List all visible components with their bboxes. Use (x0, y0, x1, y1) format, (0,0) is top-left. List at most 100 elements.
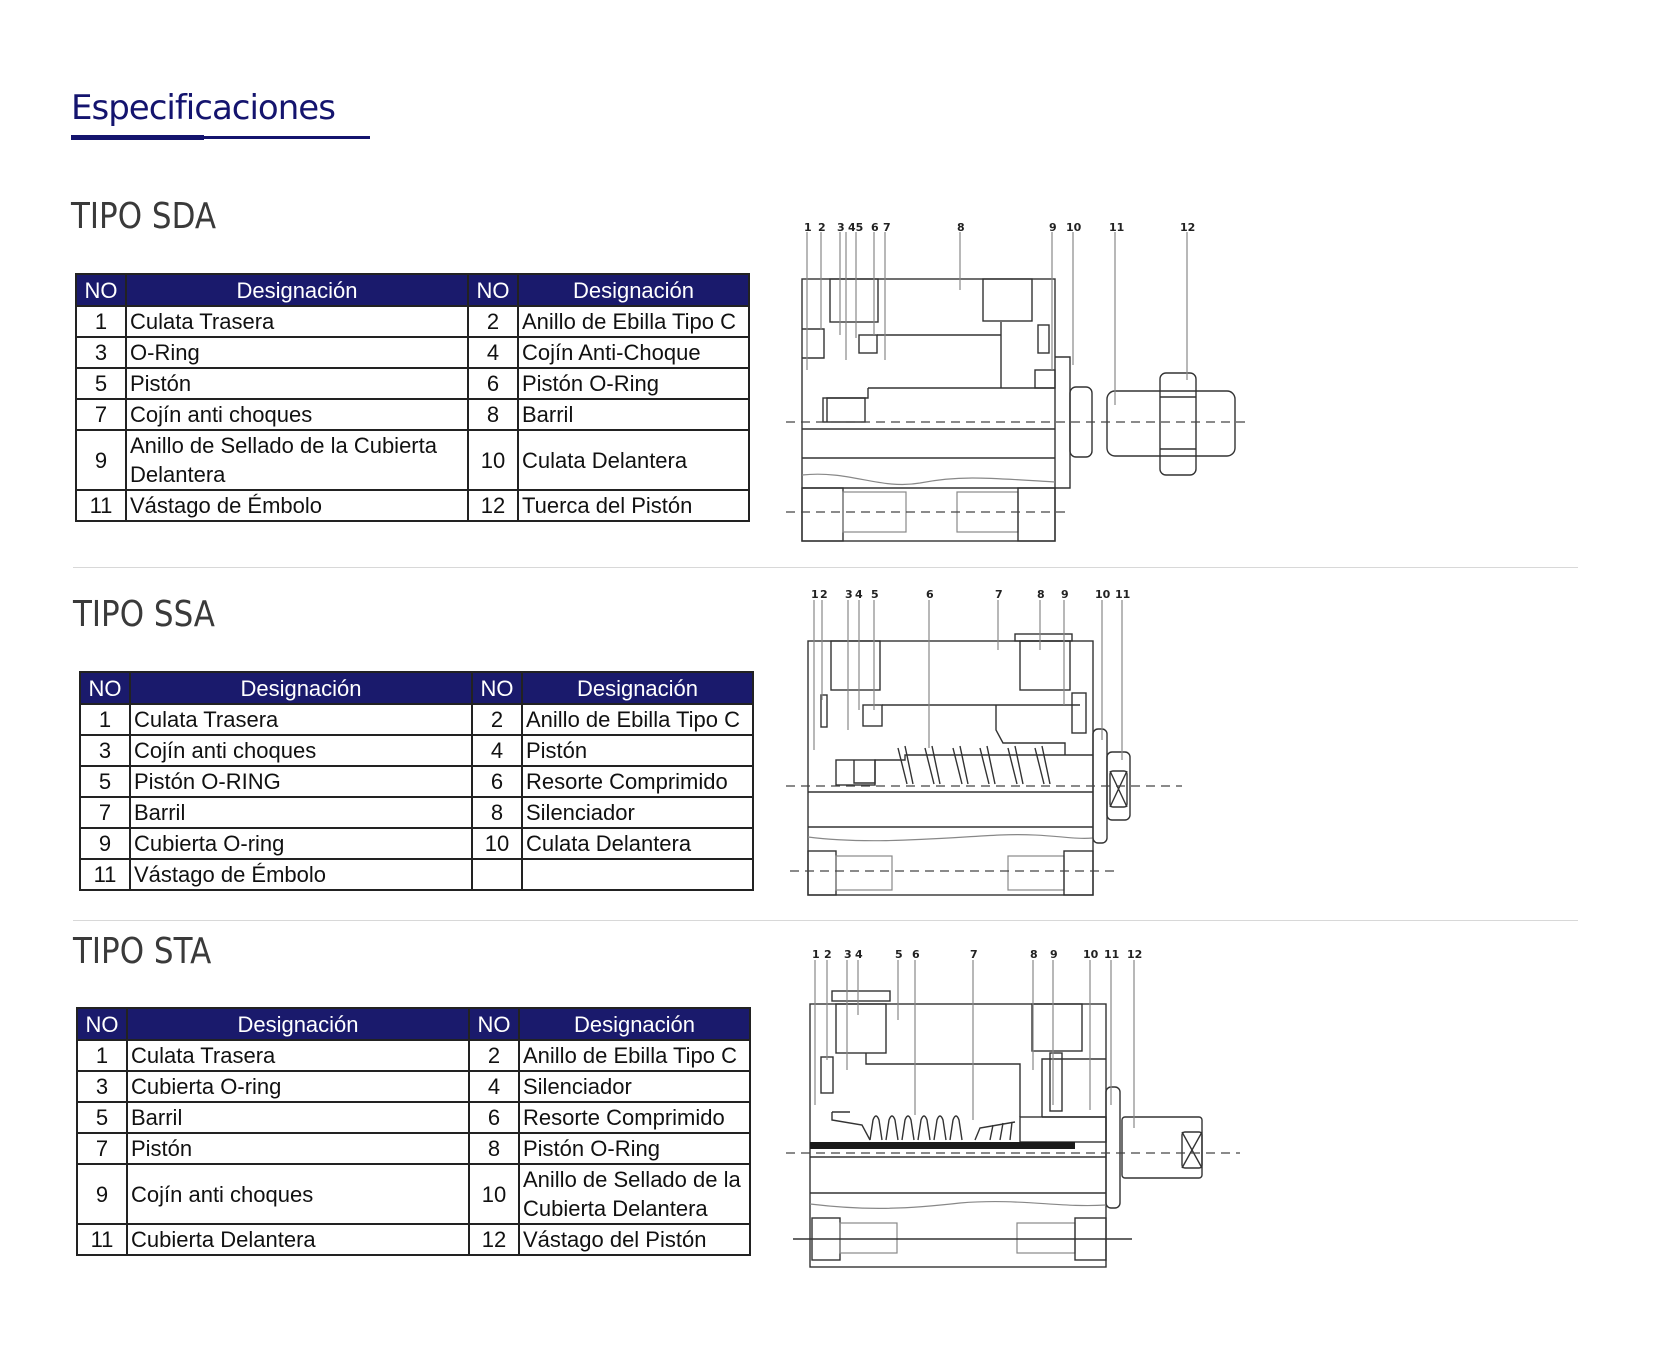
part-designation: Pistón O-Ring (518, 1132, 751, 1165)
column-header-designation: Designación (521, 671, 754, 705)
part-number: 6 (467, 367, 519, 400)
diagram-label: 2 (818, 221, 826, 234)
part-designation: Silenciador (521, 796, 754, 829)
diagram-label: 8 (1030, 948, 1038, 961)
diagram-label: 4 (855, 588, 863, 601)
part-designation: Culata Delantera (521, 827, 754, 860)
part-designation: Culata Delantera (517, 429, 750, 491)
part-designation: Cubierta Delantera (126, 1223, 470, 1256)
column-header-designation: Designación (518, 1007, 751, 1041)
part-number: 11 (76, 1223, 128, 1256)
column-header-no: NO (76, 1007, 128, 1041)
column-header-designation: Designación (125, 273, 469, 307)
part-designation: Silenciador (518, 1070, 751, 1103)
part-designation: Tuerca del Pistón (517, 489, 750, 522)
section-title-sta: TIPO STA (73, 931, 212, 972)
part-number: 5 (79, 765, 131, 798)
part-designation: Cojín Anti-Choque (517, 336, 750, 369)
part-number (471, 858, 523, 891)
part-number: 12 (468, 1223, 520, 1256)
diagram-label: 1 (812, 948, 820, 961)
diagram-label: 8 (1037, 588, 1045, 601)
section-title-sda: TIPO SDA (71, 196, 217, 237)
diagram-label: 7 (883, 221, 891, 234)
diagram-label: 12 (1127, 948, 1142, 961)
part-number: 5 (75, 367, 127, 400)
diagram-label: 7 (995, 588, 1003, 601)
sda-cross-section-diagram: 1 2 3 45 6 7 8 9 10 11 12 (786, 221, 1245, 542)
part-number: 9 (76, 1163, 128, 1225)
sta-cross-section-diagram: 1 2 3 4 5 6 7 8 9 10 11 12 (786, 948, 1240, 1268)
diagram-label: 10 (1095, 588, 1111, 601)
diagram-label: 9 (1050, 948, 1058, 961)
page-title: Especificaciones (71, 88, 336, 128)
diagram-label: 5 (895, 948, 903, 961)
part-number: 2 (468, 1039, 520, 1072)
part-designation: Anillo de Sellado de la Cubierta Delante… (518, 1163, 751, 1225)
part-designation: Pistón O-RING (129, 765, 473, 798)
column-header-designation: Designación (126, 1007, 470, 1041)
title-underline-accent (71, 135, 204, 140)
part-designation: Pistón (126, 1132, 470, 1165)
part-number: 11 (79, 858, 131, 891)
part-number: 3 (75, 336, 127, 369)
part-number: 12 (467, 489, 519, 522)
part-number: 9 (79, 827, 131, 860)
part-designation: Resorte Comprimido (521, 765, 754, 798)
diagram-label: 7 (970, 948, 978, 961)
part-number: 2 (471, 703, 523, 736)
part-designation: Barril (129, 796, 473, 829)
part-designation: Barril (126, 1101, 470, 1134)
diagram-label: 11 (1104, 948, 1119, 961)
diagram-label: 4 (855, 948, 863, 961)
part-number: 7 (79, 796, 131, 829)
part-designation: Anillo de Ebilla Tipo C (521, 703, 754, 736)
part-number: 8 (468, 1132, 520, 1165)
part-number: 2 (467, 305, 519, 338)
part-number: 10 (471, 827, 523, 860)
part-number: 8 (471, 796, 523, 829)
part-number: 5 (76, 1101, 128, 1134)
column-header-no: NO (471, 671, 523, 705)
part-number: 11 (75, 489, 127, 522)
column-header-no: NO (468, 1007, 520, 1041)
part-designation: Vástago de Émbolo (125, 489, 469, 522)
diagram-label: 45 (848, 221, 863, 234)
part-designation: Vástago de Émbolo (129, 858, 473, 891)
part-designation: Pistón (125, 367, 469, 400)
part-designation: Resorte Comprimido (518, 1101, 751, 1134)
part-designation (521, 858, 754, 891)
column-header-designation: Designación (129, 671, 473, 705)
part-designation: Pistón O-Ring (517, 367, 750, 400)
part-number: 4 (471, 734, 523, 767)
section-title-ssa: TIPO SSA (73, 594, 215, 635)
diagram-label: 1 (804, 221, 812, 234)
diagram-label: 2 (820, 588, 828, 601)
part-number: 4 (467, 336, 519, 369)
part-number: 3 (79, 734, 131, 767)
part-number: 6 (471, 765, 523, 798)
column-header-no: NO (467, 273, 519, 307)
part-designation: Cojín anti choques (129, 734, 473, 767)
part-number: 10 (468, 1163, 520, 1225)
part-designation: Cubierta O-ring (129, 827, 473, 860)
part-designation: Culata Trasera (126, 1039, 470, 1072)
part-designation: Anillo de Sellado de la Cubierta Delante… (125, 429, 469, 491)
part-number: 9 (75, 429, 127, 491)
diagram-label: 3 (845, 588, 853, 601)
title-underline (71, 136, 370, 139)
